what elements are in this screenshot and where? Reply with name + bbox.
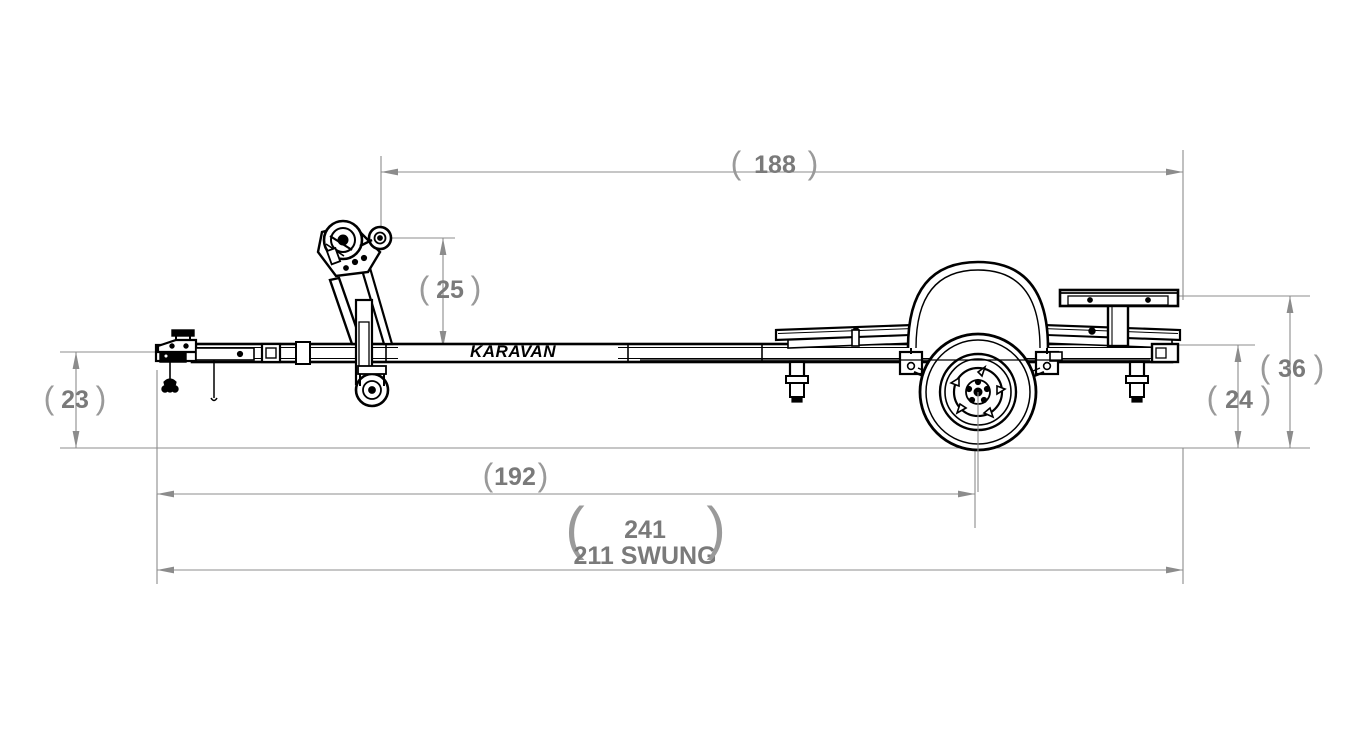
dim-25-open-paren: (: [419, 270, 430, 306]
arrow-25-bottom: [439, 331, 447, 348]
rear-frame-end: [1049, 342, 1180, 364]
dim-23-close-paren: ): [96, 380, 107, 416]
dim-192-open-paren: (: [483, 457, 494, 493]
karavan-brand-label: KARAVAN: [470, 342, 556, 361]
dim-label-188: ( 188 ): [731, 145, 819, 181]
dim-192-close-paren: ): [538, 457, 549, 493]
arrow-23-bottom: [72, 431, 80, 448]
dim-25-value: 25: [436, 276, 464, 304]
arrow-188-right: [1166, 168, 1183, 176]
brand-panel: [398, 346, 618, 360]
dim-241-value-secondary: 211 SWUNG: [573, 542, 716, 570]
dim-36-close-paren: ): [1314, 349, 1325, 385]
arrow-25-top: [439, 238, 447, 255]
dim-24-close-paren: ): [1261, 380, 1272, 416]
arrow-192-right: [958, 490, 975, 498]
dim-label-24: ( 24 ): [1207, 380, 1272, 416]
arrow-24-top: [1234, 345, 1242, 362]
dim-188-close-paren: ): [808, 145, 819, 181]
dim-25-close-paren: ): [471, 270, 482, 306]
arrow-241-left: [157, 566, 174, 574]
trailer-geometry-group: [154, 219, 1182, 492]
dimension-arrowheads-group: [72, 168, 1294, 574]
roller-post-mid: [785, 360, 809, 403]
dim-label-241: ( 241 211 SWUNG ): [565, 496, 725, 570]
dim-label-25: ( 25 ): [419, 270, 482, 306]
coupler-assembly: [154, 329, 311, 402]
dim-24-open-paren: (: [1207, 380, 1218, 416]
dim-241-value: 241: [624, 516, 666, 544]
arrow-36-top: [1286, 296, 1294, 313]
dim-241-open-paren: (: [565, 496, 584, 561]
arrow-24-bottom: [1234, 431, 1242, 448]
arrow-241-right: [1166, 566, 1183, 574]
dim-label-192: ( 192 ): [483, 457, 549, 493]
dim-188-open-paren: (: [731, 145, 742, 181]
roller-post-rear: [1125, 360, 1149, 403]
wheel-assembly: [906, 260, 1050, 492]
dim-36-value: 36: [1278, 355, 1306, 383]
dim-23-value: 23: [61, 386, 89, 414]
winch-stand-assembly: [316, 219, 394, 408]
arrow-23-top: [72, 352, 80, 369]
arrow-192-left: [157, 490, 174, 498]
rear-bunk-board: [1058, 288, 1180, 348]
dim-24-value: 24: [1225, 386, 1253, 414]
dim-192-value: 192: [494, 463, 536, 491]
dim-36-open-paren: (: [1260, 349, 1271, 385]
arrow-36-bottom: [1286, 431, 1294, 448]
dim-label-23: ( 23 ): [44, 380, 107, 416]
dim-241-close-paren: ): [706, 496, 725, 561]
arrow-188-left: [381, 168, 398, 176]
dim-23-open-paren: (: [44, 380, 55, 416]
dim-188-value: 188: [754, 151, 796, 179]
dimension-lines-group: [60, 150, 1310, 584]
dim-label-36: ( 36 ): [1260, 349, 1325, 385]
